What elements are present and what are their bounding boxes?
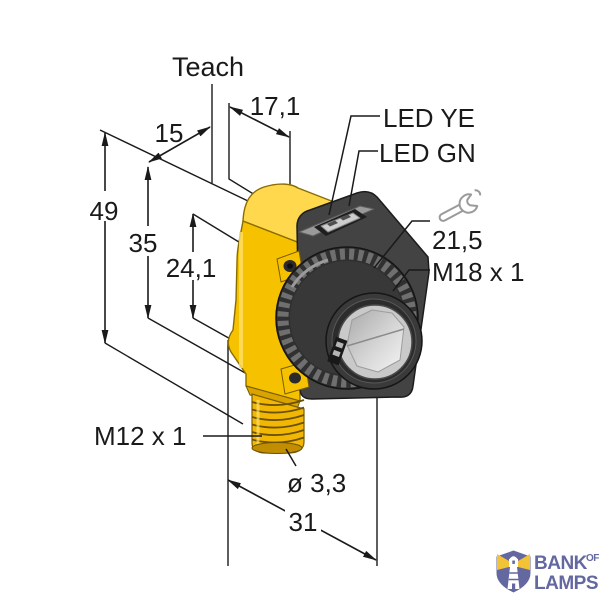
teach-label: Teach: [172, 52, 244, 82]
mount-hole-bottom: [289, 372, 301, 384]
wrench-icon: [438, 189, 482, 222]
label-mask-31: [285, 507, 321, 535]
dim-15-line: [148, 126, 211, 163]
dim-35-label: 35: [129, 228, 158, 258]
lens-notch-detail: [327, 336, 348, 366]
sensor-illustration: [227, 183, 430, 454]
dim-31-label: 31: [289, 507, 318, 537]
wrench-size-label: 21,5: [432, 225, 483, 255]
led-slot-green: [340, 214, 351, 221]
label-mask-35: [126, 226, 160, 256]
ring-highlight: [290, 258, 329, 288]
m18-leader: [392, 269, 430, 292]
dim-49-label: 49: [90, 196, 119, 226]
brand-logo: BANK OF LAMPS: [496, 550, 600, 594]
sensor-body-top-face: [242, 183, 353, 244]
lens-divider-line: [346, 328, 405, 347]
callout-leaders: [203, 115, 430, 467]
logo-text-lamps: LAMPS: [534, 573, 598, 594]
dim-171-label: 17,1: [250, 91, 301, 121]
wrench-size-leader: [373, 220, 430, 269]
label-mask-241: [162, 252, 220, 280]
led-gn-label: LED GN: [379, 138, 476, 168]
hole-dia-leader: [285, 448, 297, 467]
led-ye-label: LED YE: [383, 103, 475, 133]
m18-label: M18 x 1: [432, 257, 525, 287]
logo-text-bank: BANK: [534, 553, 588, 574]
led-gn-leader: [348, 150, 378, 207]
dim-171-line: [229, 106, 290, 138]
m12-label: M12 x 1: [94, 421, 187, 451]
led-slot-yellow: [327, 220, 338, 227]
m12-end-cap: [251, 442, 303, 454]
lighthouse-icon: [497, 554, 530, 589]
ext-49-bottom: [104, 342, 244, 425]
dim-15-label: 15: [155, 118, 184, 148]
lens-window: [346, 309, 405, 373]
hole-dia-label: ø 3,3: [287, 468, 346, 498]
labels: Teach 17,1 15 49 35 24,1 LED YE LED GN 2…: [88, 52, 525, 537]
led-ye-leader: [328, 115, 380, 216]
ext-35-bottom: [147, 317, 248, 375]
logo-text-of: OF: [586, 553, 599, 564]
label-mask-49: [88, 191, 122, 221]
ext-49-top: [99, 129, 249, 202]
dim-241-label: 24,1: [166, 253, 217, 283]
mount-hole-top-inner: [287, 263, 293, 269]
